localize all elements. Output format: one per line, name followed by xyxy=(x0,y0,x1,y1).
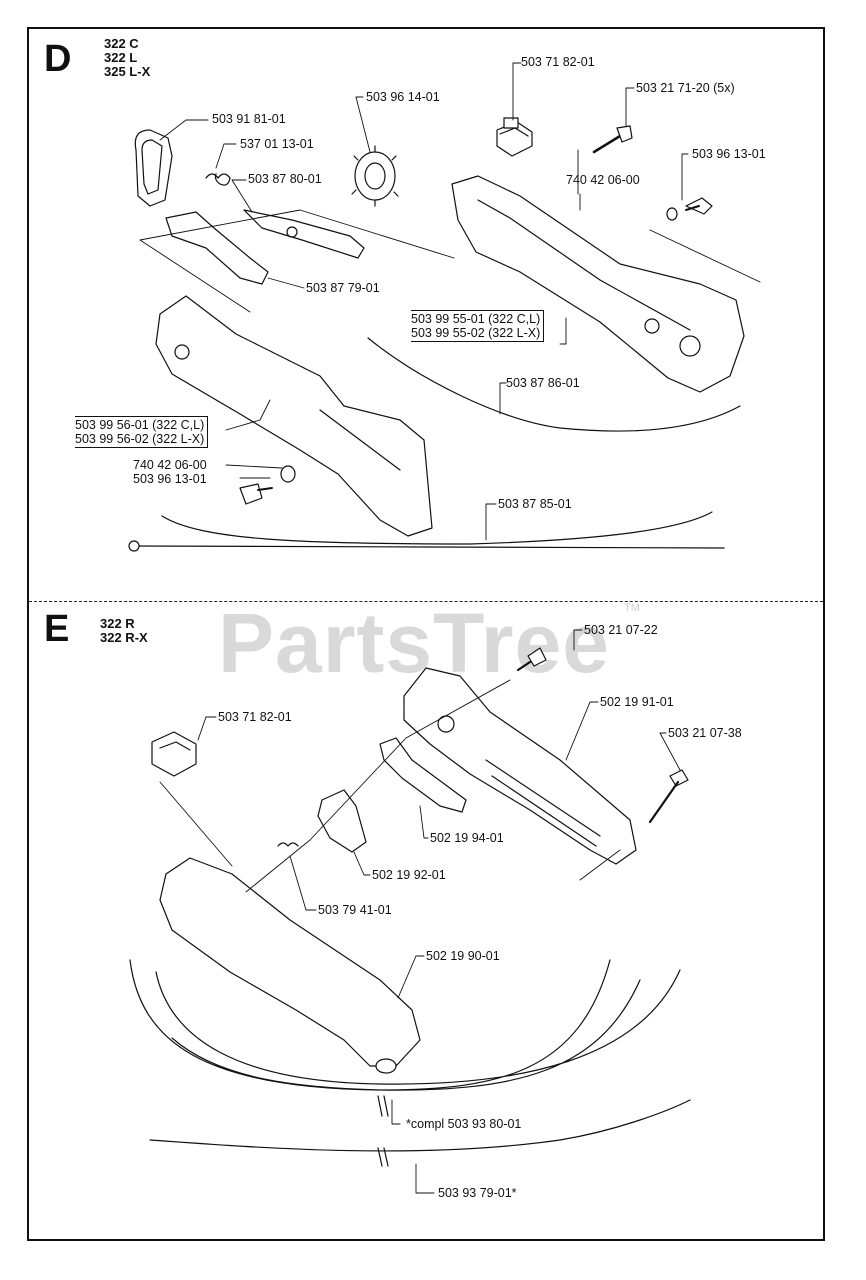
cable-e xyxy=(149,1099,691,1152)
main-handle-e xyxy=(159,857,421,1074)
spring-part-d xyxy=(205,173,231,186)
throttle-cable-d xyxy=(367,337,741,432)
gear-part-d xyxy=(351,145,399,207)
switch-part-d xyxy=(496,117,533,157)
lever-part-d xyxy=(243,209,365,259)
part-label-d-12a: 503 99 56-01 (322 C,L) xyxy=(75,418,205,432)
part-label-d-14: 503 96 13-01 xyxy=(133,472,207,486)
section-d-model-2: 322 L xyxy=(104,50,138,65)
handle-half-e xyxy=(403,667,637,865)
screw-part-d xyxy=(592,125,633,154)
switch-part-e xyxy=(151,731,197,777)
section-d-model-1: 322 C xyxy=(104,36,139,51)
part-label-d-5: 537 01 13-01 xyxy=(240,137,314,151)
trigger-part-e xyxy=(317,789,367,853)
handle-half-left-d xyxy=(155,295,433,537)
part-label-e-6: 502 19 92-01 xyxy=(372,868,446,882)
section-e-letter: E xyxy=(44,608,70,650)
handle-half-right-d xyxy=(451,175,745,393)
screw-small-right-d xyxy=(666,197,713,221)
section-divider xyxy=(29,601,823,602)
part-label-d-8: 503 96 13-01 xyxy=(692,147,766,161)
wire-harness-e xyxy=(129,959,681,1091)
part-label-d-13: 740 42 06-00 xyxy=(133,458,207,472)
part-label-e-3: 503 71 82-01 xyxy=(218,710,292,724)
part-label-e-10: 503 93 79-01* xyxy=(438,1186,517,1200)
watermark-trademark: TM xyxy=(624,602,640,614)
section-d-models: 322 C 322 L 325 L-X xyxy=(104,37,150,79)
watermark: PartsTree xyxy=(218,596,610,690)
spring-part-e xyxy=(277,842,299,847)
trigger-part-d xyxy=(165,211,269,285)
screw-small-left-d xyxy=(239,465,296,505)
section-e-models: 322 R 322 R-X xyxy=(100,617,148,645)
part-label-d-11: 503 87 86-01 xyxy=(506,376,580,390)
section-d-model-3: 325 L-X xyxy=(104,64,151,79)
part-label-d-10: 503 99 55-01 (322 C,L) 503 99 55-02 (322… xyxy=(411,310,545,342)
part-label-d-7: 740 42 06-00 xyxy=(566,173,640,187)
lever-part-e xyxy=(379,737,467,813)
part-label-d-1: 503 71 82-01 xyxy=(521,55,595,69)
part-label-d-3: 503 96 14-01 xyxy=(366,90,440,104)
part-label-e-4: 503 21 07-38 xyxy=(668,726,742,740)
stop-wire-d xyxy=(133,511,725,549)
part-label-d-4: 503 91 81-01 xyxy=(212,112,286,126)
part-label-d-15: 503 87 85-01 xyxy=(498,497,572,511)
part-label-d-10a: 503 99 55-01 (322 C,L) xyxy=(411,312,541,326)
section-e-model-1: 322 R xyxy=(100,616,135,631)
screw-long-e xyxy=(648,769,689,824)
part-label-d-12: 503 99 56-01 (322 C,L) 503 99 56-02 (322… xyxy=(75,416,209,448)
part-label-e-1: 503 21 07-22 xyxy=(584,623,658,637)
part-label-d-9: 503 87 79-01 xyxy=(306,281,380,295)
part-label-e-7: 503 79 41-01 xyxy=(318,903,392,917)
part-label-e-8: 502 19 90-01 xyxy=(426,949,500,963)
section-d-letter: D xyxy=(44,38,72,80)
clamp-part-d xyxy=(134,129,173,207)
part-label-e-9: *compl 503 93 80-01 xyxy=(406,1117,522,1131)
part-label-d-6: 503 87 80-01 xyxy=(248,172,322,186)
part-label-e-5: 502 19 94-01 xyxy=(430,831,504,845)
section-e-model-2: 322 R-X xyxy=(100,630,148,645)
part-label-e-2: 502 19 91-01 xyxy=(600,695,674,709)
part-label-d-12b: 503 99 56-02 (322 L-X) xyxy=(75,432,205,446)
diagram-frame xyxy=(27,27,825,1241)
part-label-d-10b: 503 99 55-02 (322 L-X) xyxy=(411,326,541,340)
screw-top-e xyxy=(516,647,547,672)
part-label-d-2: 503 21 71-20 (5x) xyxy=(636,81,735,95)
